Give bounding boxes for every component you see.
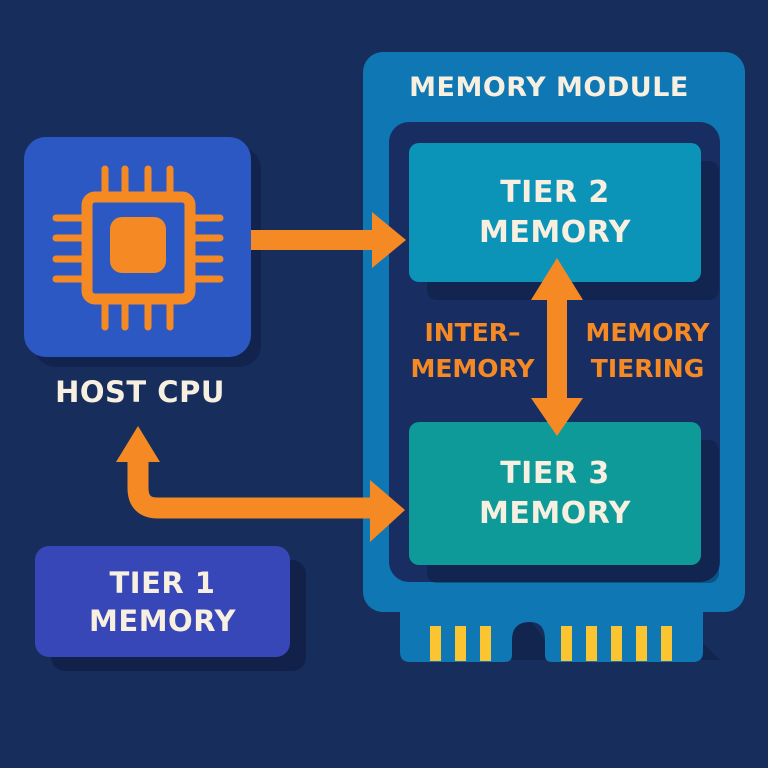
tier1-line1: TIER 1: [109, 565, 216, 600]
connector-pin-right-2: [586, 626, 597, 661]
inter-memory-label: INTER– MEMORY: [400, 315, 545, 387]
tier1-memory-box[interactable]: TIER 1 MEMORY: [35, 546, 290, 657]
arrow-tier2-tier3: [531, 258, 583, 436]
tier2-line2: MEMORY: [479, 214, 631, 250]
host-cpu-label: HOST CPU: [55, 375, 225, 409]
inter-memory-line1: INTER–: [424, 318, 521, 347]
connector-pin-right-5: [661, 626, 672, 661]
arrow-cpu-to-tier2: [251, 212, 406, 268]
memory-tiering-label: MEMORY TIERING: [575, 315, 720, 387]
connector-pin-left-3: [480, 626, 491, 661]
memory-tiering-line2: TIERING: [590, 354, 705, 383]
connector-pin-right-4: [636, 626, 647, 661]
arrow-tier3-to-cpu: [116, 426, 405, 542]
cpu-chip-icon: [52, 165, 224, 331]
host-cpu-box[interactable]: [24, 137, 251, 357]
memory-module-title: MEMORY MODULE: [409, 72, 689, 103]
inter-memory-line2: MEMORY: [410, 354, 535, 383]
connector-pin-right-1: [561, 626, 572, 661]
connector-pin-left-1: [430, 626, 441, 661]
connector-pin-left-2: [455, 626, 466, 661]
tier2-line1: TIER 2: [500, 174, 610, 210]
connector-pin-right-3: [611, 626, 622, 661]
tier3-line2: MEMORY: [479, 495, 631, 531]
tier3-line1: TIER 3: [500, 455, 610, 491]
tier2-memory-box[interactable]: TIER 2 MEMORY: [409, 143, 701, 282]
tier1-line2: MEMORY: [89, 603, 236, 638]
memory-tiering-line1: MEMORY: [585, 318, 710, 347]
tier3-memory-box[interactable]: TIER 3 MEMORY: [409, 422, 701, 565]
